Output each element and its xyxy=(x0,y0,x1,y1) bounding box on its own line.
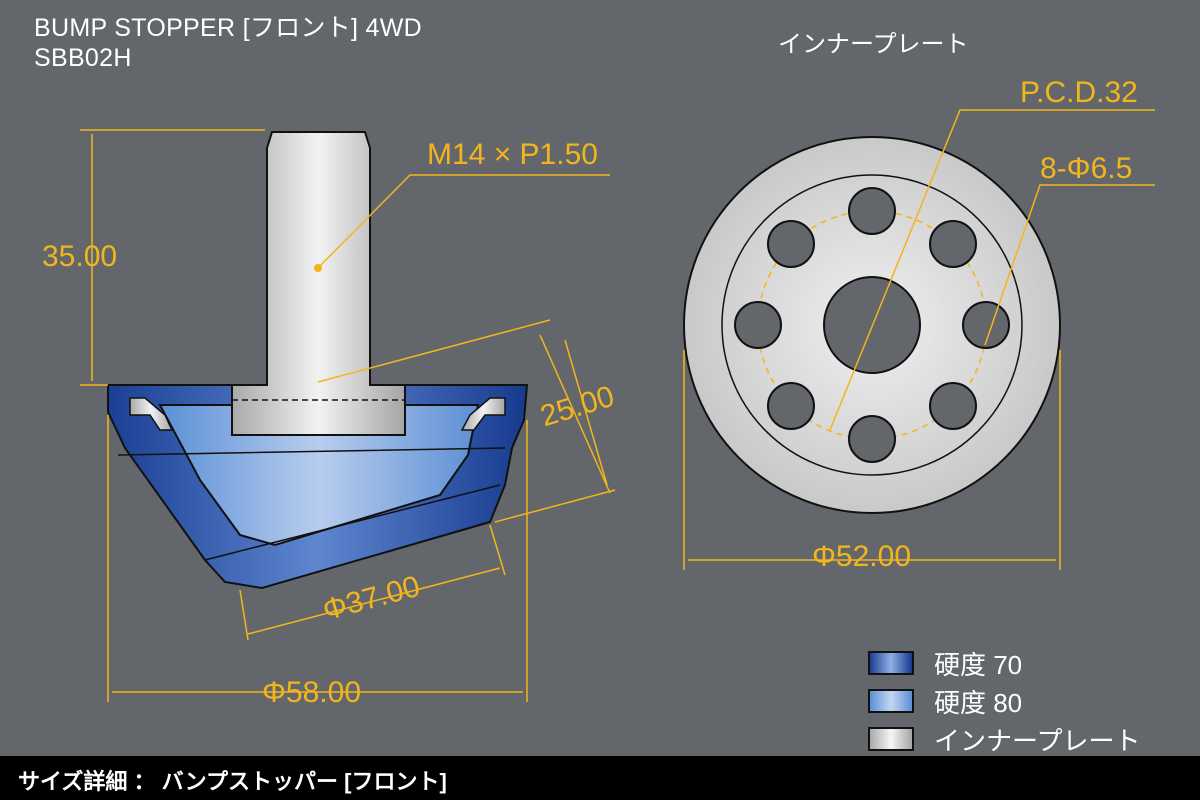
stem xyxy=(231,131,406,436)
caption-text: サイズ詳細 ： バンプストッパー [フロント] xyxy=(18,769,447,794)
product-title: BUMP STOPPER [フロント] 4WD xyxy=(34,14,422,42)
legend-swatch xyxy=(868,727,914,751)
pcd-label: P.C.D.32 xyxy=(1020,76,1138,109)
legend-label: 硬度 70 xyxy=(934,649,1023,680)
thread-size-label: M14 × P1.50 xyxy=(427,138,598,171)
legend-item-hardness-70: 硬度 70 xyxy=(868,644,1140,682)
model-number: SBB02H xyxy=(34,44,132,72)
legend-label: 硬度 80 xyxy=(934,687,1023,718)
hole-spec-label: 8-Φ6.5 xyxy=(1040,152,1133,185)
legend-item-hardness-80: 硬度 80 xyxy=(868,682,1140,720)
plate-diameter-dimension: Φ52.00 xyxy=(812,540,912,573)
stem-height-dimension: 35.00 xyxy=(42,240,118,273)
top-diameter-dimension: Φ58.00 xyxy=(262,676,362,709)
bump-stopper-side-view xyxy=(80,129,616,702)
inner-plate-view xyxy=(683,109,1155,570)
caption-bar: サイズ詳細 ： バンプストッパー [フロント] xyxy=(0,756,1200,800)
legend-item-inner-plate: インナープレート xyxy=(868,720,1140,758)
legend-swatch xyxy=(868,689,914,713)
plate-view-title: インナープレート xyxy=(778,31,969,58)
legend-label: インナープレート xyxy=(934,725,1141,756)
legend-swatch xyxy=(868,651,914,675)
legend: 硬度 70 硬度 80 インナープレート xyxy=(868,644,1140,758)
bolt-holes xyxy=(734,187,1010,463)
